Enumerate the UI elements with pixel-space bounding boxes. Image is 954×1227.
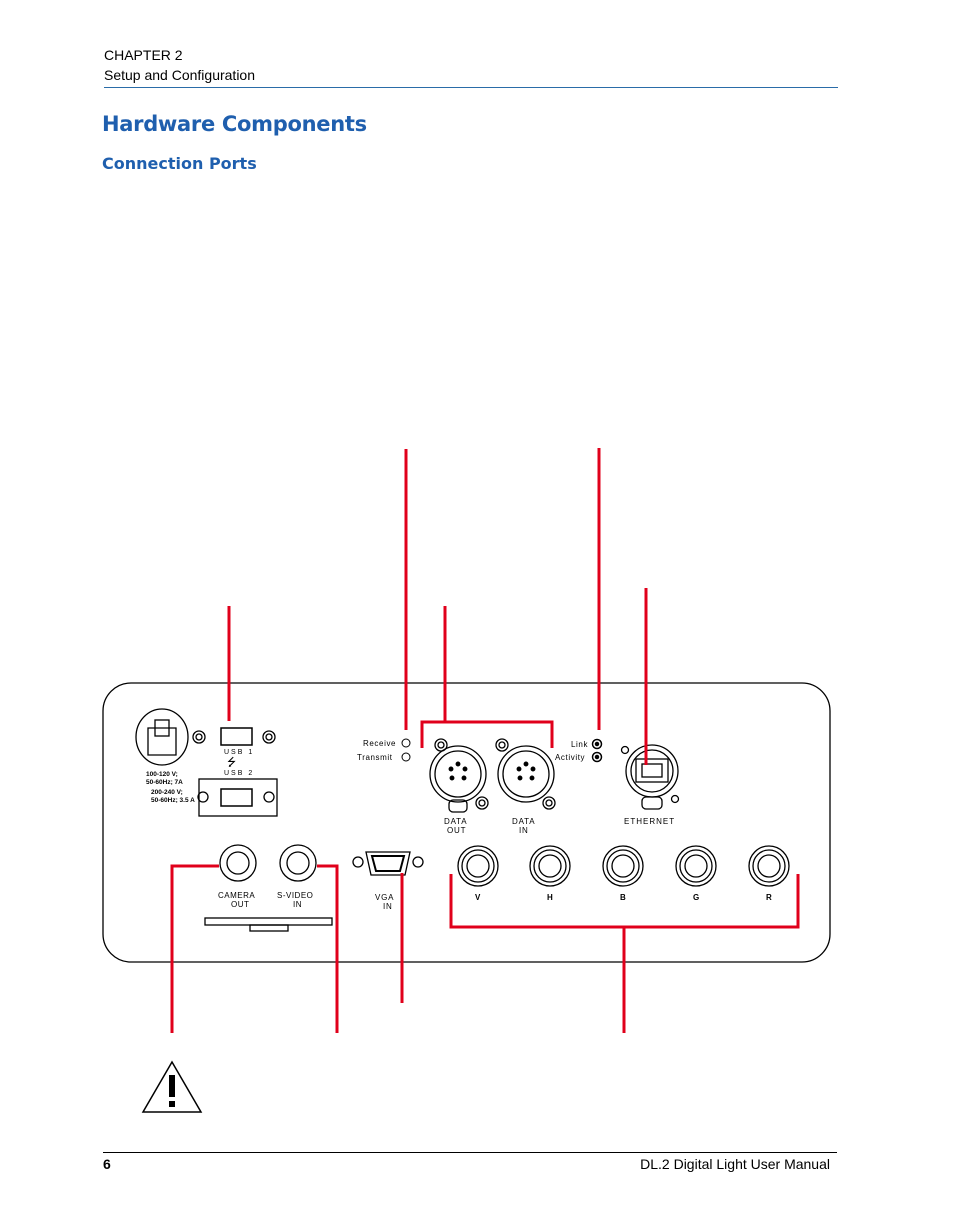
callout-dmx-bracket: [420, 720, 554, 748]
vga-label-2: IN: [383, 902, 393, 911]
bnc-g-connector: [675, 845, 717, 887]
data-out-label-2: OUT: [447, 826, 466, 835]
power-label-1b: 50-60Hz; 7A: [146, 779, 183, 786]
usb2-port: [197, 778, 278, 817]
s-video-label-1: S-VIDEO: [277, 891, 313, 900]
vga-port: [352, 851, 424, 876]
data-out-label-1: DATA: [444, 817, 467, 826]
power-label-1a: 100-120 V;: [146, 771, 178, 778]
bnc-r-connector: [748, 845, 790, 887]
usb1-label: USB 1: [224, 749, 254, 756]
receive-label: Receive: [363, 739, 396, 748]
transmit-led: [401, 752, 411, 762]
bnc-b-label: B: [620, 893, 626, 902]
label-strip: [204, 917, 333, 932]
page-title: Hardware Components: [102, 112, 367, 136]
bnc-h-connector: [529, 845, 571, 887]
usb2-label: USB 2: [224, 770, 254, 777]
footer-title: DL.2 Digital Light User Manual: [640, 1156, 830, 1172]
ethernet-label: ETHERNET: [624, 817, 675, 826]
callout-lines: [170, 448, 800, 1033]
bnc-b-connector: [602, 845, 644, 887]
data-in-connector: [495, 738, 556, 810]
s-video-in-port: [279, 844, 317, 882]
activity-led: [591, 751, 603, 763]
data-out-connector: [429, 738, 489, 813]
bnc-g-label: G: [693, 893, 699, 902]
link-label: Link: [571, 740, 588, 749]
link-led: [591, 738, 603, 750]
bnc-v-connector: [457, 845, 499, 887]
data-in-label-2: IN: [519, 826, 529, 835]
data-in-label-1: DATA: [512, 817, 535, 826]
callout-camera-out: [170, 864, 219, 1033]
bnc-h-label: H: [547, 893, 553, 902]
usb-icon: ⭍: [227, 756, 236, 769]
power-inlet: [135, 708, 276, 766]
s-video-label-2: IN: [293, 900, 302, 909]
bnc-v-label: V: [475, 893, 481, 902]
vga-label-1: VGA: [375, 893, 394, 902]
warning-icon: [141, 1060, 203, 1113]
ethernet-port: [620, 744, 680, 810]
power-label-2a: 200-240 V;: [151, 789, 183, 796]
transmit-label: Transmit: [357, 753, 393, 762]
section-heading: Connection Ports: [102, 154, 257, 173]
header-rule: [104, 87, 838, 88]
usb1-port: [220, 727, 253, 746]
activity-label: Activity: [555, 753, 585, 762]
chapter-label: CHAPTER 2: [104, 47, 183, 63]
camera-out-label-2: OUT: [231, 900, 249, 909]
bnc-r-label: R: [766, 893, 772, 902]
rear-panel: [102, 682, 831, 963]
page-number: 6: [103, 1156, 111, 1172]
section-label: Setup and Configuration: [104, 67, 255, 83]
footer-rule: [103, 1152, 837, 1153]
camera-out-label-1: CAMERA: [218, 891, 255, 900]
camera-out-port: [219, 844, 257, 882]
receive-led: [401, 738, 411, 748]
callout-s-video: [317, 864, 339, 1033]
power-label-2b: 50-60Hz; 3.5 A: [151, 797, 195, 804]
